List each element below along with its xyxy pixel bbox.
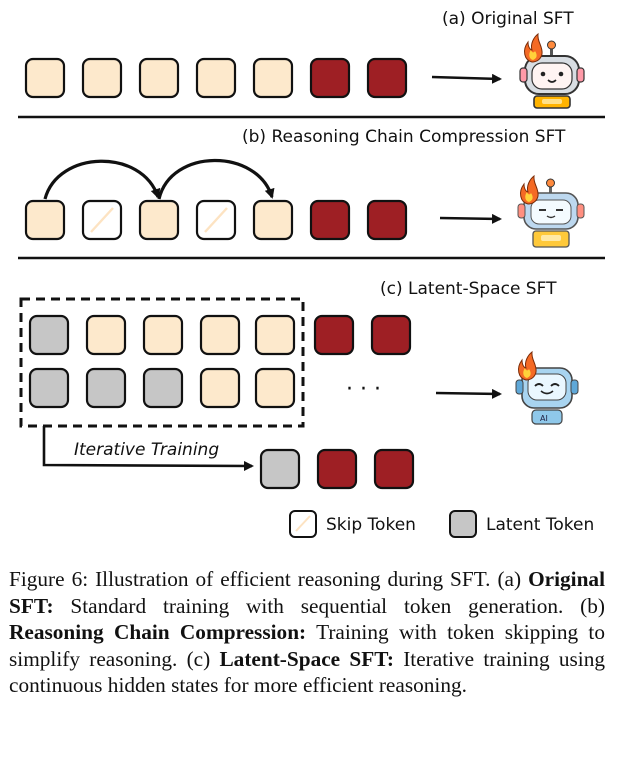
token — [199, 367, 241, 409]
latent-token — [28, 314, 70, 356]
robot-icon — [517, 178, 585, 248]
fire-icon — [520, 175, 539, 205]
token — [252, 57, 294, 99]
latent-token — [85, 367, 127, 409]
token — [24, 57, 66, 99]
panel-a-tokens — [24, 57, 408, 99]
token — [195, 57, 237, 99]
token — [24, 199, 66, 241]
iterative-arrow — [42, 426, 254, 471]
legend-latent-swatch — [449, 510, 477, 538]
panel-b-tokens — [24, 199, 408, 241]
answer-token — [309, 199, 351, 241]
iterative-tokens — [259, 448, 415, 490]
latent-token — [259, 448, 301, 490]
iterative-box — [19, 297, 305, 428]
svg-text:AI: AI — [540, 414, 548, 423]
panel-b-arrow — [439, 213, 502, 224]
panel-c-arrow — [435, 388, 502, 399]
legend-skip-label: Skip Token — [326, 515, 416, 535]
caption-b-title: Reasoning Chain Compression: — [9, 620, 307, 644]
panel-b-label: (b) Reasoning Chain Compression SFT — [242, 127, 566, 147]
token — [254, 314, 296, 356]
token — [252, 199, 294, 241]
token — [199, 314, 241, 356]
latent-token — [142, 367, 184, 409]
answer-token — [316, 448, 358, 490]
panel-c-row-2 — [28, 367, 296, 409]
caption-b-text: Training with token skipping to simplify… — [9, 620, 605, 671]
ellipsis: · · · — [346, 377, 381, 402]
caption-a-text: Standard training with sequential token … — [53, 593, 605, 618]
fire-icon — [524, 33, 543, 63]
answer-token — [313, 314, 355, 356]
caption-a-title: Original SFT: — [9, 567, 605, 618]
caption-c-text: Iterative training using continuous hidd… — [9, 646, 605, 698]
panel-a-label: (a) Original SFT — [442, 9, 574, 29]
token — [138, 199, 180, 241]
token — [81, 57, 123, 99]
token — [142, 314, 184, 356]
answer-token — [370, 314, 412, 356]
robot-icon — [519, 40, 585, 109]
panel-a-arrow — [431, 73, 502, 84]
panel-c-label: (c) Latent-Space SFT — [380, 279, 557, 299]
caption-c-title: Latent-Space SFT: — [219, 646, 394, 671]
answer-token — [366, 57, 408, 99]
answer-token — [373, 448, 415, 490]
legend: Skip Token Latent Token — [289, 510, 594, 538]
caption-prefix: Figure 6: Illustration of efficient reas… — [9, 567, 529, 591]
diagram: (a) Original SFT (b) Reasoning Chain Com… — [18, 9, 605, 538]
answer-token — [366, 199, 408, 241]
token — [254, 367, 296, 409]
panel-b-skip-arrows — [43, 158, 275, 200]
answer-token — [309, 57, 351, 99]
robot-icon: AI — [515, 367, 579, 425]
panel-c-row-1 — [28, 314, 412, 356]
latent-token — [28, 367, 70, 409]
iterative-training-label: Iterative Training — [74, 440, 219, 460]
fire-icon — [518, 351, 537, 381]
token — [138, 57, 180, 99]
legend-latent-label: Latent Token — [486, 515, 594, 535]
token — [85, 314, 127, 356]
figure-caption: Figure 6: Illustration of efficient reas… — [9, 566, 605, 699]
